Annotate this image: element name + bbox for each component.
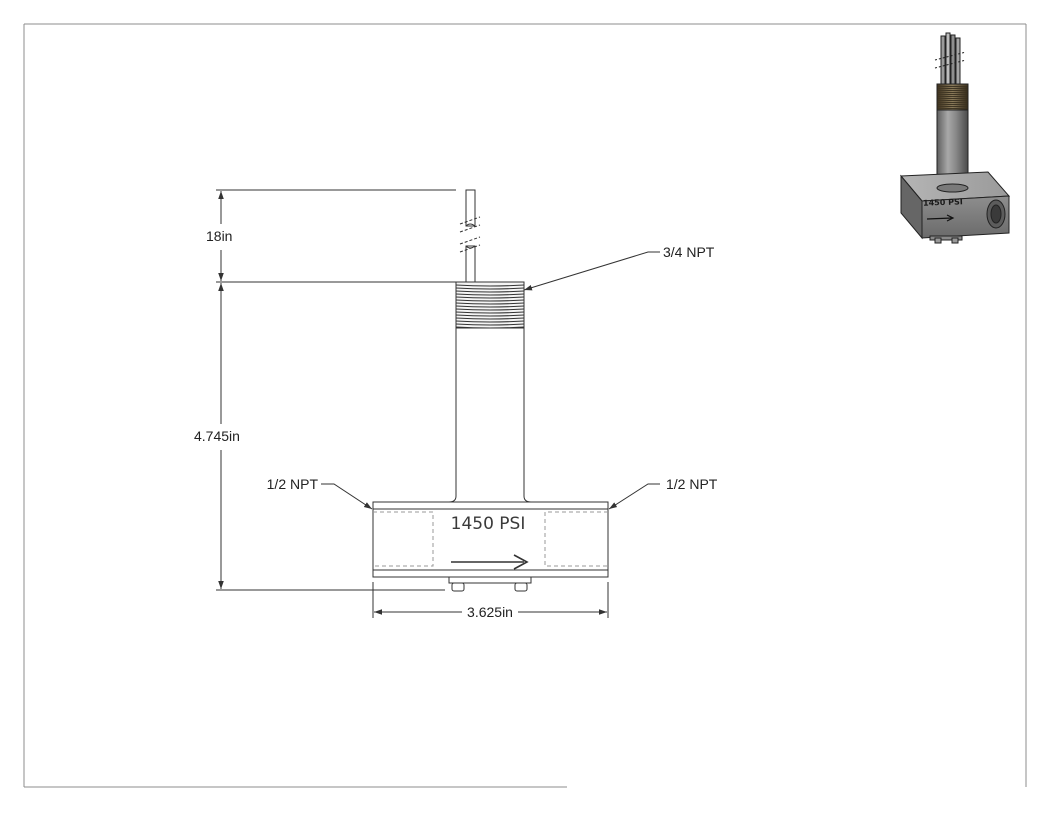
thread-line (455, 296, 525, 299)
thread-line (455, 308, 525, 311)
iso-thread-line (936, 95, 969, 98)
callout-top-thread: 3/4 NPT (663, 244, 715, 260)
leader-left-port (321, 483, 373, 510)
iso-thread-line (936, 85, 969, 88)
iso-bracket (929, 235, 963, 241)
sensor-front-view (372, 189, 609, 592)
isometric-view (899, 32, 1011, 244)
thread-line (455, 323, 525, 326)
dim-cable-length-label: 18in (206, 228, 232, 244)
thread-line (455, 317, 525, 320)
sheet-frame (23, 23, 1027, 788)
cable-break-symbol (459, 216, 481, 225)
thread-line (455, 302, 525, 305)
iso-thread-line (936, 101, 969, 104)
callout-right-port: 1/2 NPT (666, 476, 718, 492)
thread-line (455, 299, 525, 302)
iso-thread-line (936, 97, 969, 100)
leader-right-port (608, 483, 660, 510)
iso-marking-text: 1450 PSI (923, 197, 963, 207)
leader-top-thread (523, 251, 660, 291)
iso-thread-line (936, 103, 969, 106)
iso-thread-line (936, 89, 969, 92)
thread-line (455, 284, 525, 287)
stem (448, 327, 532, 503)
callout-left-port: 1/2 NPT (267, 476, 319, 492)
right-port-hidden-line (544, 511, 608, 567)
dim-width-label: 3.625in (467, 604, 513, 620)
body-marking-text: 1450 PSI (451, 514, 526, 534)
iso-thread-line (936, 93, 969, 96)
top-thread (455, 281, 525, 329)
left-port-hidden-line (373, 511, 434, 567)
thread-line (455, 305, 525, 308)
cable (459, 189, 481, 283)
iso-thread-line (936, 99, 969, 102)
thread-line (455, 287, 525, 290)
thread-line (455, 293, 525, 296)
iso-wires (934, 32, 967, 87)
thread-line (455, 314, 525, 317)
thread-line (455, 320, 525, 323)
iso-thread-line (936, 107, 969, 110)
iso-flow-arrow-icon (926, 214, 955, 222)
dimension-lines (216, 189, 660, 618)
iso-thread-line (936, 91, 969, 94)
dim-height-label: 4.745in (194, 428, 240, 444)
flow-arrow-icon (451, 554, 529, 570)
thread-line (455, 290, 525, 293)
iso-thread-line (936, 87, 969, 90)
iso-thread-line (936, 105, 969, 108)
bottom-bracket (448, 576, 532, 592)
thread-line (455, 311, 525, 314)
sensor-body (372, 501, 609, 578)
